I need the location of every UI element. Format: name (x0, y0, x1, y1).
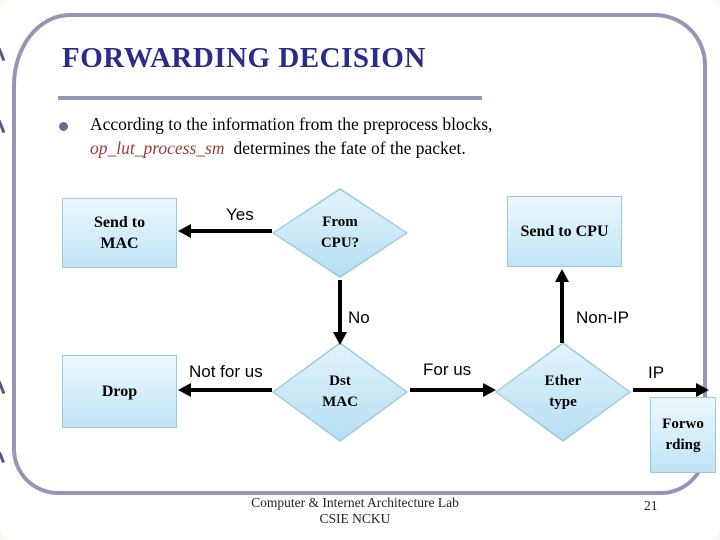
arrowhead-right-icon (483, 383, 496, 397)
node-dst-mac: Dst MAC (272, 342, 408, 442)
node-ether-type: Ether type (495, 342, 631, 442)
footer: Computer & Internet Architecture Lab CSI… (105, 495, 605, 527)
arrowhead-down-icon (333, 332, 347, 345)
highlighted-term: op_lut_process_sm (90, 138, 225, 158)
edge-no-line (338, 280, 342, 333)
node-drop-label: Drop (101, 383, 138, 400)
arrowhead-left-icon (178, 383, 191, 397)
node-send-to-cpu: Send to CPU (507, 196, 622, 267)
left-edge-decoration (0, 380, 6, 395)
node-send-to-mac-label: Send to (93, 214, 146, 231)
node-from-cpu-label: From CPU? (320, 214, 360, 251)
left-edge-decoration (0, 47, 6, 62)
bullet-line-2-rest: determines the fate of the packet. (233, 138, 466, 158)
edge-label-for-us: For us (423, 360, 472, 379)
bullet-line-2: op_lut_process_sm determines the fate of … (90, 136, 550, 160)
edge-ip-line (633, 388, 696, 392)
footer-lab-name: Computer & Internet Architecture Lab (251, 495, 459, 510)
node-forwarding-label: Forwo (662, 416, 704, 432)
bullet-icon (59, 122, 68, 131)
node-forwarding-label: rding (665, 437, 701, 453)
node-send-to-mac-label: MAC (100, 235, 139, 252)
left-edge-decoration (0, 119, 6, 134)
left-edge-decoration (0, 451, 5, 464)
footer-institution: CSIE NCKU (319, 511, 391, 526)
bullet-line-1: According to the information from the pr… (90, 114, 493, 134)
node-from-cpu: From CPU? (272, 188, 408, 278)
slide-title: FORWARDING DECISION (62, 42, 426, 74)
node-drop: Drop (62, 355, 177, 428)
title-underline (58, 96, 482, 100)
edge-label-yes: Yes (226, 205, 254, 224)
arrowhead-left-icon (178, 224, 191, 238)
node-forwarding: Forwo rding (650, 397, 716, 473)
edge-label-non-ip: Non-IP (576, 308, 629, 327)
edge-label-not-for-us: Not for us (189, 362, 263, 381)
node-send-to-cpu-label: Send to CPU (520, 223, 609, 240)
edge-for-us-line (410, 388, 483, 392)
page-number: 21 (644, 498, 658, 513)
edge-not-for-us-line (190, 388, 272, 392)
edge-label-no: No (348, 308, 370, 327)
node-send-to-mac: Send to MAC (62, 198, 177, 268)
bullet-text: According to the information from the pr… (90, 112, 550, 160)
slide-border-frame (12, 13, 707, 495)
edge-non-ip-line (560, 281, 564, 343)
edge-yes-line (190, 229, 272, 233)
node-ether-type-label: Ether type (544, 373, 582, 410)
node-dst-mac-label: Dst MAC (322, 373, 358, 410)
edge-label-ip: IP (648, 363, 665, 382)
arrowhead-up-icon (555, 269, 569, 282)
arrowhead-right-icon (696, 383, 709, 397)
